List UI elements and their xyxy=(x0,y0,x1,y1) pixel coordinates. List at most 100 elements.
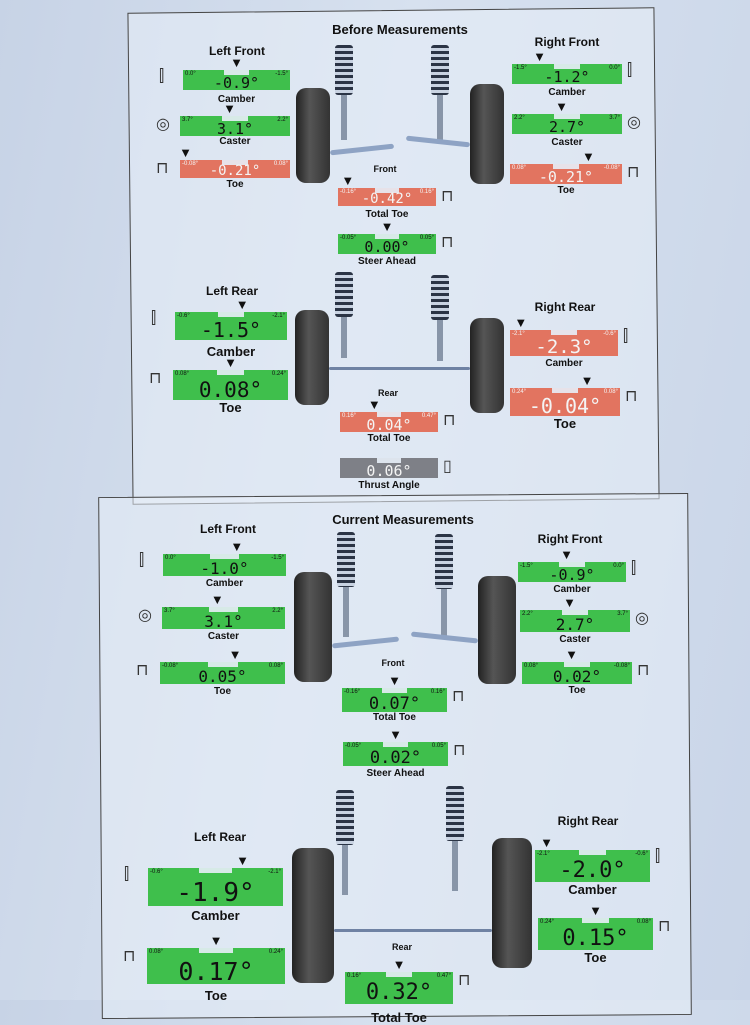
camber-diagram-icon: ⫿ xyxy=(159,68,165,85)
current-rr-camber-gauge: -2.1°-0.6°-2.0°▼ xyxy=(535,836,650,883)
toe-diagram-icon: ⊓ xyxy=(123,948,136,965)
arrow-down-icon: ▼ xyxy=(388,673,401,688)
gauge-target-notch xyxy=(561,610,589,615)
camber-diagram-icon: ⫿ xyxy=(631,560,637,577)
gauge-max-value: 0.08° xyxy=(268,663,283,669)
before-header-rr: Right Rear xyxy=(534,300,596,314)
gauge-value: -1.2° xyxy=(544,68,590,86)
before-rr-camber-label: Camber xyxy=(545,358,583,369)
toe-diagram-icon: ⊓ xyxy=(658,918,671,935)
current-lr-camber-gauge: -0.6°-2.1°-1.9°▼ xyxy=(148,854,283,908)
strut-illustration xyxy=(343,587,349,637)
current-lr-camber-label: Camber xyxy=(191,908,240,923)
gauge-value: -0.04° xyxy=(528,394,602,418)
strut-illustration xyxy=(342,845,348,895)
arrow-down-icon: ▼ xyxy=(392,957,406,972)
toe-diagram-icon: ⊓ xyxy=(625,388,638,405)
gauge-target-notch xyxy=(209,554,240,559)
strut-illustration xyxy=(437,95,443,140)
gauge-bar xyxy=(183,70,290,90)
arrow-down-icon: ▼ xyxy=(514,315,528,330)
gauge-max-value: -0.08° xyxy=(613,663,630,669)
current-rr-toe-gauge: 0.24°0.08°0.15°▼ xyxy=(538,904,653,951)
gauge-min-value: 0.24° xyxy=(540,919,555,925)
arrow-down-icon: ▼ xyxy=(565,647,578,662)
gauge-target-notch xyxy=(381,688,408,693)
gauge-bar xyxy=(510,164,622,184)
gauge-bar xyxy=(343,742,448,766)
coil-spring-illustration xyxy=(431,275,449,320)
gauge-target-notch xyxy=(578,850,607,855)
gauge-value: 0.17° xyxy=(178,957,254,986)
arrow-down-icon: ▼ xyxy=(560,547,574,562)
gauge-target-notch xyxy=(553,64,581,69)
arrow-down-icon: ▼ xyxy=(230,539,244,554)
current-lf-caster-gauge: 3.7°2.2°3.1°▼ xyxy=(162,593,285,631)
gauge-max-value: 0.16° xyxy=(419,189,434,195)
arrow-down-icon: ▼ xyxy=(236,853,249,868)
gauge-value: -1.9° xyxy=(176,878,255,908)
coil-spring-illustration xyxy=(337,532,355,587)
current-header-rear: Rear xyxy=(391,942,413,952)
current-f-steer-gauge: -0.05°0.05°0.02°▼ xyxy=(343,728,448,767)
before-f-total-toe-gauge: -0.16°0.16°-0.42°▼ xyxy=(338,174,436,207)
gauge-target-notch xyxy=(375,234,399,239)
toe-diagram-icon: ⊓ xyxy=(136,662,149,679)
gauge-bar xyxy=(173,370,288,400)
before-lf-camber-label: Camber xyxy=(217,94,256,105)
toe-diagram-icon: ⊓ xyxy=(441,188,454,205)
camber-diagram-icon: ⫿ xyxy=(623,328,629,345)
gauge-bar xyxy=(342,688,447,712)
current-lf-camber-gauge: 0.0°-1.5°-1.0°▼ xyxy=(163,540,286,577)
gauge-max-value: -2.1° xyxy=(268,869,281,875)
current-header-lr: Left Rear xyxy=(193,830,247,844)
arrow-down-icon: ▼ xyxy=(540,835,553,850)
toe-diagram-icon: ⊓ xyxy=(627,164,640,181)
gauge-max-value: 0.16° xyxy=(430,689,445,695)
gauge-target-notch xyxy=(382,742,409,747)
camber-diagram-icon: ⫿ xyxy=(151,310,157,327)
current-lf-camber-label: Camber xyxy=(205,578,244,589)
gauge-bar xyxy=(512,114,622,134)
gauge-max-value: -2.1° xyxy=(272,313,285,319)
gauge-bar xyxy=(512,64,622,84)
tire-illustration xyxy=(295,310,329,405)
gauge-value: -0.21° xyxy=(538,168,594,186)
gauge-target-notch xyxy=(377,412,401,417)
gauge-value: 0.05° xyxy=(198,667,247,686)
current-header-front: Front xyxy=(381,658,405,668)
tire-illustration xyxy=(470,318,504,413)
current-rf-caster-gauge: 2.2°3.7°2.7°▼ xyxy=(520,596,630,633)
strut-illustration xyxy=(341,95,347,140)
rear-axle-illustration xyxy=(329,367,470,370)
current-lf-caster-label: Caster xyxy=(207,631,240,642)
gauge-min-value: 0.08° xyxy=(175,371,190,377)
gauge-min-value: -0.16° xyxy=(340,189,357,195)
before-f-total-toe-label: Total Toe xyxy=(365,209,409,220)
arrow-down-icon: ▼ xyxy=(228,647,242,662)
before-f-steer-gauge: -0.05°0.05°0.00°▼ xyxy=(338,220,436,255)
gauge-bar xyxy=(538,918,653,950)
gauge-target-notch xyxy=(208,607,239,612)
gauge-min-value: -0.6° xyxy=(177,313,190,319)
gauge-min-value: 2.2° xyxy=(514,115,525,121)
coil-spring-illustration xyxy=(446,786,464,841)
before-lr-camber-gauge: -0.6°-2.1°-1.5°▼ xyxy=(175,298,287,341)
gauge-target-notch xyxy=(199,948,233,953)
gauge-min-value: 0.16° xyxy=(342,413,357,419)
before-rf-caster-gauge: 2.2°3.7°2.7°▼ xyxy=(512,100,622,135)
gauge-max-value: 0.47° xyxy=(421,413,436,419)
gauge-min-value: -1.5° xyxy=(514,65,527,71)
camber-diagram-icon: ⫿ xyxy=(627,62,633,79)
arrow-down-icon: ▼ xyxy=(179,145,192,160)
before-header-rf: Right Front xyxy=(534,35,600,49)
gauge-value: 3.1° xyxy=(204,612,243,631)
gauge-target-notch xyxy=(199,868,232,873)
arrow-down-icon: ▼ xyxy=(555,99,568,114)
before-lr-toe-gauge: 0.08°0.24°0.08°▼ xyxy=(173,356,288,401)
before-header-rear: Rear xyxy=(377,388,399,398)
gauge-target-notch xyxy=(581,918,610,923)
caster-diagram-icon: ◎ xyxy=(627,114,641,131)
toe-diagram-icon: ⊓ xyxy=(458,972,471,989)
gauge-max-value: 3.7° xyxy=(609,115,620,121)
